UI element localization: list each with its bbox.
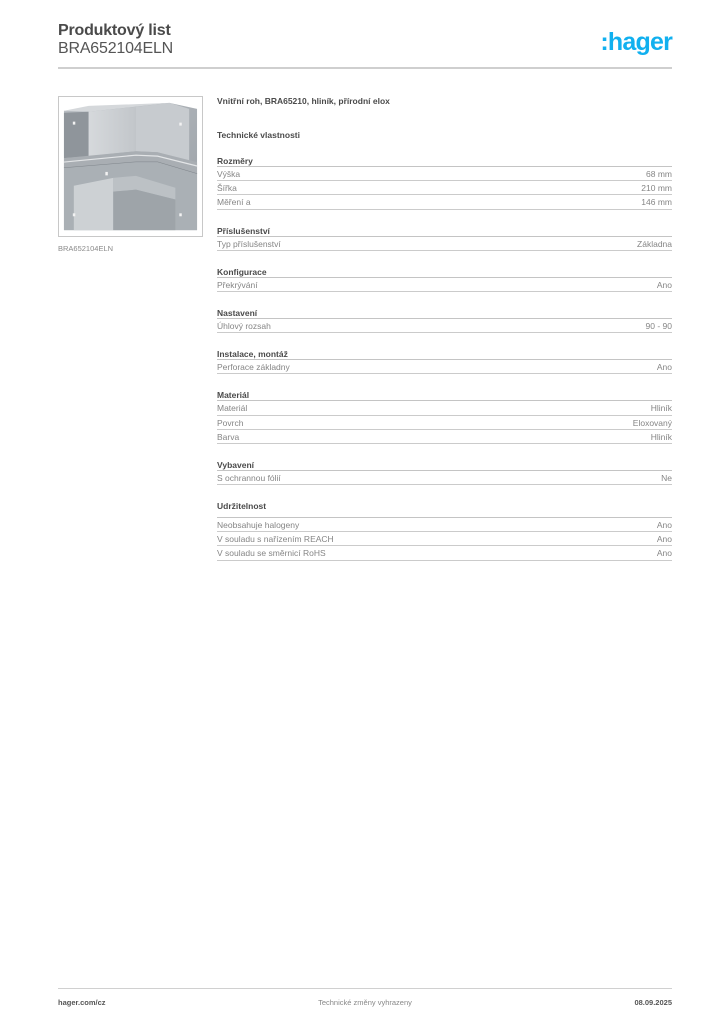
header-divider — [58, 67, 672, 69]
property-label: Materiál — [217, 403, 248, 414]
property-row: S ochrannou fólií Ne — [217, 471, 672, 486]
property-value: Ano — [656, 279, 672, 290]
property-label: Šířka — [217, 183, 237, 194]
property-value: Hliník — [650, 403, 672, 414]
property-label: Perforace základny — [217, 362, 290, 373]
property-row: V souladu s nařízením REACH Ano — [217, 532, 672, 547]
property-row: Měření a 146 mm — [217, 195, 672, 210]
inner-corner-product-icon — [63, 102, 198, 231]
property-label: Barva — [217, 431, 240, 442]
footer-divider — [58, 988, 672, 989]
property-value: Ne — [661, 472, 672, 483]
footer-date: 08.09.2025 — [634, 998, 672, 1007]
product-details: Vnitřní roh, BRA65210, hliník, přírodní … — [217, 96, 672, 561]
property-value: Hliník — [650, 431, 672, 442]
property-value: Ano — [656, 548, 672, 559]
property-row: Překrývání Ano — [217, 278, 672, 292]
property-label: Měření a — [217, 197, 251, 208]
section-konfigurace: Konfigurace Překrývání Ano — [217, 266, 672, 292]
property-value: Ano — [656, 520, 672, 531]
section-title: Rozměry — [217, 155, 672, 167]
property-label: Výška — [217, 169, 241, 179]
section-instalace: Instalace, montáž Perforace základny Ano — [217, 348, 672, 375]
product-description: Vnitřní roh, BRA65210, hliník, přírodní … — [217, 96, 390, 106]
section-rozmery: Rozměry Výška 68 mm Šířka 210 mm Měření a 1… — [217, 155, 672, 210]
section-title: Instalace, montáž — [217, 348, 672, 361]
property-row: Barva Hliník — [217, 430, 672, 444]
property-label: Úhlový rozsah — [217, 320, 271, 331]
section-title: Materiál — [217, 389, 672, 402]
section-title: Konfigurace — [217, 266, 672, 278]
hager-logo: :hager — [600, 28, 672, 56]
property-label: Neobsahuje halogeny — [217, 520, 300, 531]
property-value: 68 mm — [646, 169, 672, 179]
property-label: V souladu s nařízením REACH — [217, 534, 334, 545]
property-label: Překrývání — [217, 279, 258, 290]
property-label: V souladu se směrnicí RoHS — [217, 548, 326, 559]
image-caption: BRA652104ELN — [58, 244, 114, 253]
page-header: Produktový list BRA652104ELN :hager — [58, 22, 673, 58]
tech-properties-heading: Technické vlastnosti — [217, 130, 300, 140]
property-value: 210 mm — [641, 183, 672, 194]
property-row: Povrch Eloxovaný — [217, 416, 672, 430]
property-value: Eloxovaný — [632, 417, 672, 428]
property-value: 90 - 90 — [645, 320, 672, 331]
property-row: Úhlový rozsah 90 - 90 — [217, 319, 672, 334]
section-prislusenstvi: Příslušenství Typ příslušenství Základna — [217, 225, 672, 251]
property-value: Základna — [637, 238, 672, 249]
property-row: Typ příslušenství Základna — [217, 237, 672, 251]
section-title: Příslušenství — [217, 225, 672, 237]
property-value: Ano — [656, 534, 672, 545]
page-footer: hager.com/cz Technické změny vyhrazeny 0… — [58, 998, 672, 1010]
property-row: Neobsahuje halogeny Ano — [217, 518, 672, 533]
section-title: Udržitelnost — [217, 500, 672, 519]
section-nastaveni: Nastavení Úhlový rozsah 90 - 90 — [217, 307, 672, 334]
property-row: V souladu se směrnicí RoHS Ano — [217, 546, 672, 561]
property-label: S ochrannou fólií — [217, 472, 281, 483]
footer-notice: Technické změny vyhrazeny — [318, 998, 412, 1007]
property-label: Typ příslušenství — [217, 238, 281, 249]
property-value: 146 mm — [641, 197, 672, 208]
section-title: Vybavení — [217, 459, 672, 471]
page-title: Produktový list — [58, 22, 171, 39]
product-image — [58, 96, 203, 237]
section-title: Nastavení — [217, 307, 672, 319]
property-label: Povrch — [217, 417, 244, 428]
property-value: Ano — [656, 362, 672, 373]
property-row: Materiál Hliník — [217, 401, 672, 416]
property-row: Perforace základny Ano — [217, 360, 672, 375]
property-row: Šířka 210 mm — [217, 181, 672, 196]
product-code: BRA652104ELN — [58, 40, 174, 57]
footer-website-link[interactable]: hager.com/cz — [58, 998, 106, 1007]
property-row: Výška 68 mm — [217, 167, 672, 182]
section-vybaveni: Vybavení S ochrannou fólií Ne — [217, 459, 672, 486]
